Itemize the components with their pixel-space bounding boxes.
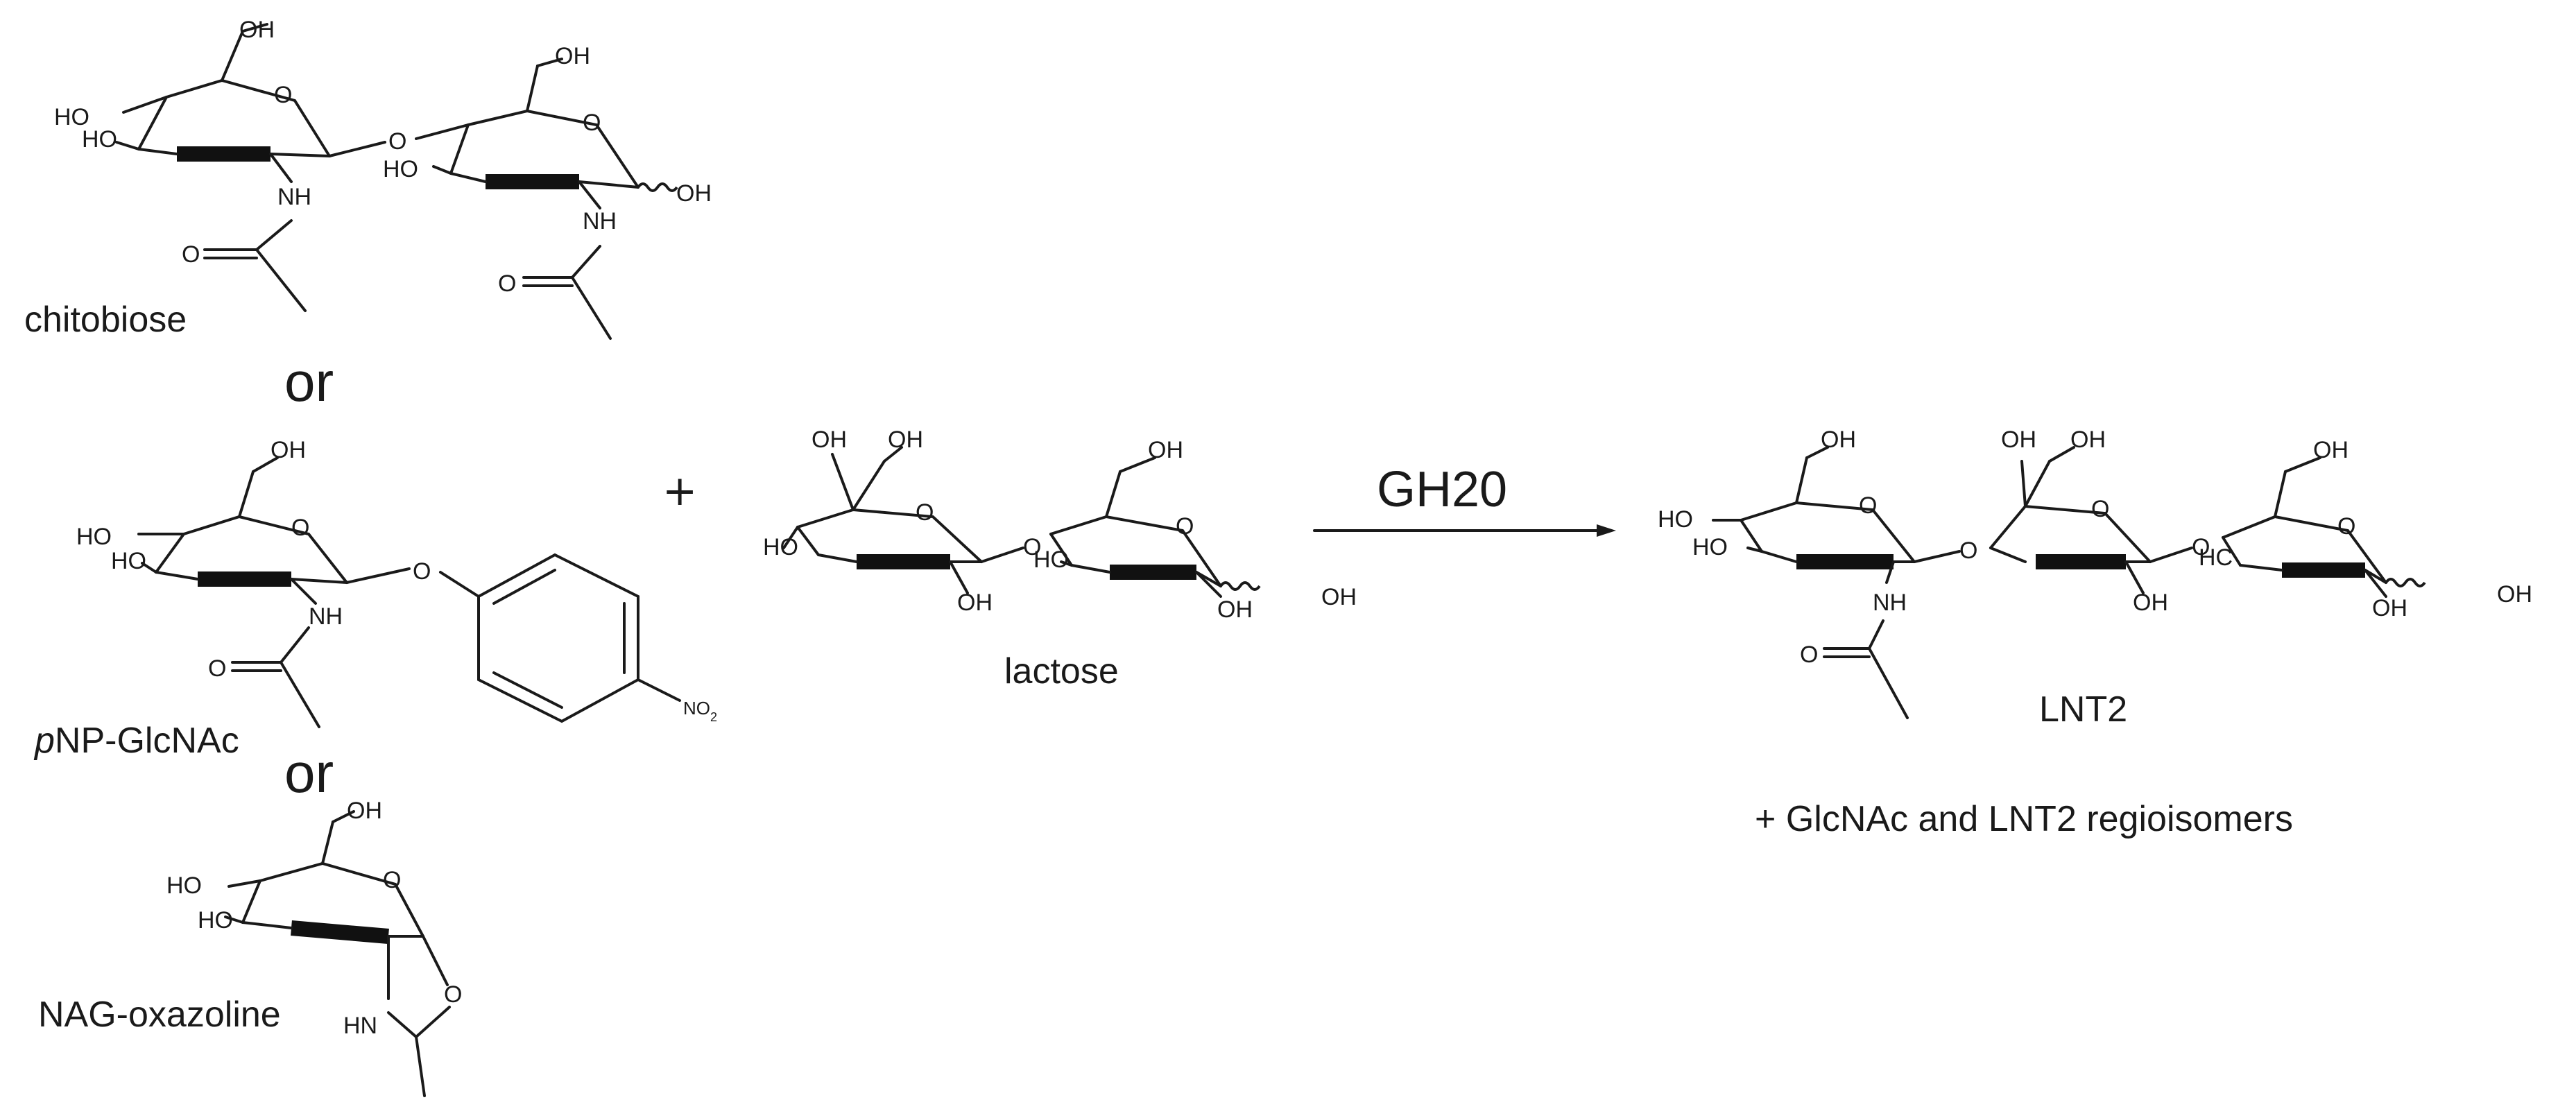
atom-label: OH bbox=[888, 427, 923, 453]
lactose-molecule: OH OH HO O OH O OH HO O OH OH bbox=[763, 427, 1357, 623]
atom-label: OH bbox=[1821, 427, 1856, 453]
compound-name-nag-oxazoline: NAG-oxazoline bbox=[38, 995, 281, 1035]
plus-sign: + bbox=[662, 467, 697, 515]
glycosidic-oxygen: O bbox=[1959, 538, 1977, 564]
atom-label: O bbox=[291, 515, 309, 541]
lnt2-molecule: OH HO HO O NH O O OH OH O OH O OH HC O O… bbox=[1658, 427, 2532, 719]
nag-oxazoline-molecule: OH HO HO O O HN bbox=[166, 798, 462, 1097]
pnp-glcnac-molecule: OH HO HO O NH O O NO2 bbox=[76, 437, 717, 728]
atom-label: HO bbox=[1033, 547, 1069, 573]
glycosidic-oxygen: O bbox=[388, 128, 406, 155]
atom-label: O bbox=[583, 110, 601, 136]
glycosidic-oxygen: O bbox=[2192, 534, 2210, 560]
atom-label: OH bbox=[239, 17, 275, 43]
atom-label: HO bbox=[76, 524, 112, 550]
atom-label: O bbox=[498, 270, 516, 297]
atom-label: HO bbox=[1692, 534, 1728, 560]
atom-label: OH bbox=[957, 590, 993, 616]
atom-label: OH bbox=[2497, 581, 2532, 608]
atom-label: HO bbox=[111, 548, 146, 574]
atom-label: O bbox=[383, 867, 401, 893]
compound-name-chitobiose: chitobiose bbox=[24, 300, 187, 340]
or-connector: or bbox=[284, 742, 334, 804]
atom-label: OH bbox=[347, 798, 382, 824]
atom-label: OH bbox=[555, 43, 590, 69]
compound-name-lactose: lactose bbox=[1004, 651, 1119, 691]
enzyme-label: GH20 bbox=[1377, 462, 1507, 517]
atom-label: OH bbox=[1148, 437, 1183, 463]
atom-label: NH bbox=[1873, 590, 1907, 616]
atom-label: OH bbox=[2070, 427, 2106, 453]
atom-label: O bbox=[208, 655, 226, 682]
atom-label: OH bbox=[2133, 590, 2168, 616]
atom-label: OH bbox=[1217, 596, 1253, 623]
atom-label: O bbox=[1859, 492, 1877, 519]
atom-label: HO bbox=[54, 104, 89, 130]
atom-label: HO bbox=[383, 156, 418, 182]
atom-label: O bbox=[274, 82, 292, 108]
atom-label: OH bbox=[676, 180, 712, 207]
atom-label: HN bbox=[343, 1013, 377, 1039]
atom-label: O bbox=[1176, 513, 1194, 540]
chitobiose-molecule: OH HO HO O NH O O OH HO O NH OH O bbox=[54, 17, 712, 340]
atom-label: OH bbox=[812, 427, 847, 453]
atom-label: OH bbox=[2001, 427, 2036, 453]
aryl-oxygen: O bbox=[413, 558, 431, 585]
atom-label: O bbox=[444, 981, 462, 1008]
atom-label: NH bbox=[583, 208, 617, 234]
atom-label: NH bbox=[309, 603, 343, 630]
compound-name-pnp-glcnac: pNP-GlcNAc bbox=[33, 721, 239, 761]
atom-label: OH bbox=[2372, 595, 2407, 621]
atom-label: HO bbox=[1658, 506, 1693, 533]
nitro-group: NO2 bbox=[683, 698, 717, 724]
atom-label: O bbox=[2091, 496, 2109, 522]
atom-label: HO bbox=[82, 126, 117, 153]
atom-label: OH bbox=[271, 437, 306, 463]
byproducts-note: + GlcNAc and LNT2 regioisomers bbox=[1755, 799, 2293, 839]
atom-label: O bbox=[182, 241, 200, 268]
atom-label: O bbox=[2337, 513, 2355, 540]
atom-label: OH bbox=[2313, 437, 2349, 463]
or-connector: or bbox=[284, 351, 334, 413]
atom-label: HC bbox=[2199, 544, 2233, 571]
atom-label: HO bbox=[763, 534, 798, 560]
atom-label: OH bbox=[1321, 584, 1357, 610]
glycosidic-oxygen: O bbox=[1023, 534, 1041, 560]
compound-name-lnt2: LNT2 bbox=[2039, 689, 2127, 730]
atom-label: O bbox=[1800, 642, 1818, 668]
atom-label: O bbox=[916, 499, 934, 526]
reaction-arrow bbox=[1313, 524, 1616, 537]
atom-label: HO bbox=[198, 907, 233, 934]
atom-label: NH bbox=[277, 184, 311, 210]
atom-label: HO bbox=[166, 872, 202, 899]
